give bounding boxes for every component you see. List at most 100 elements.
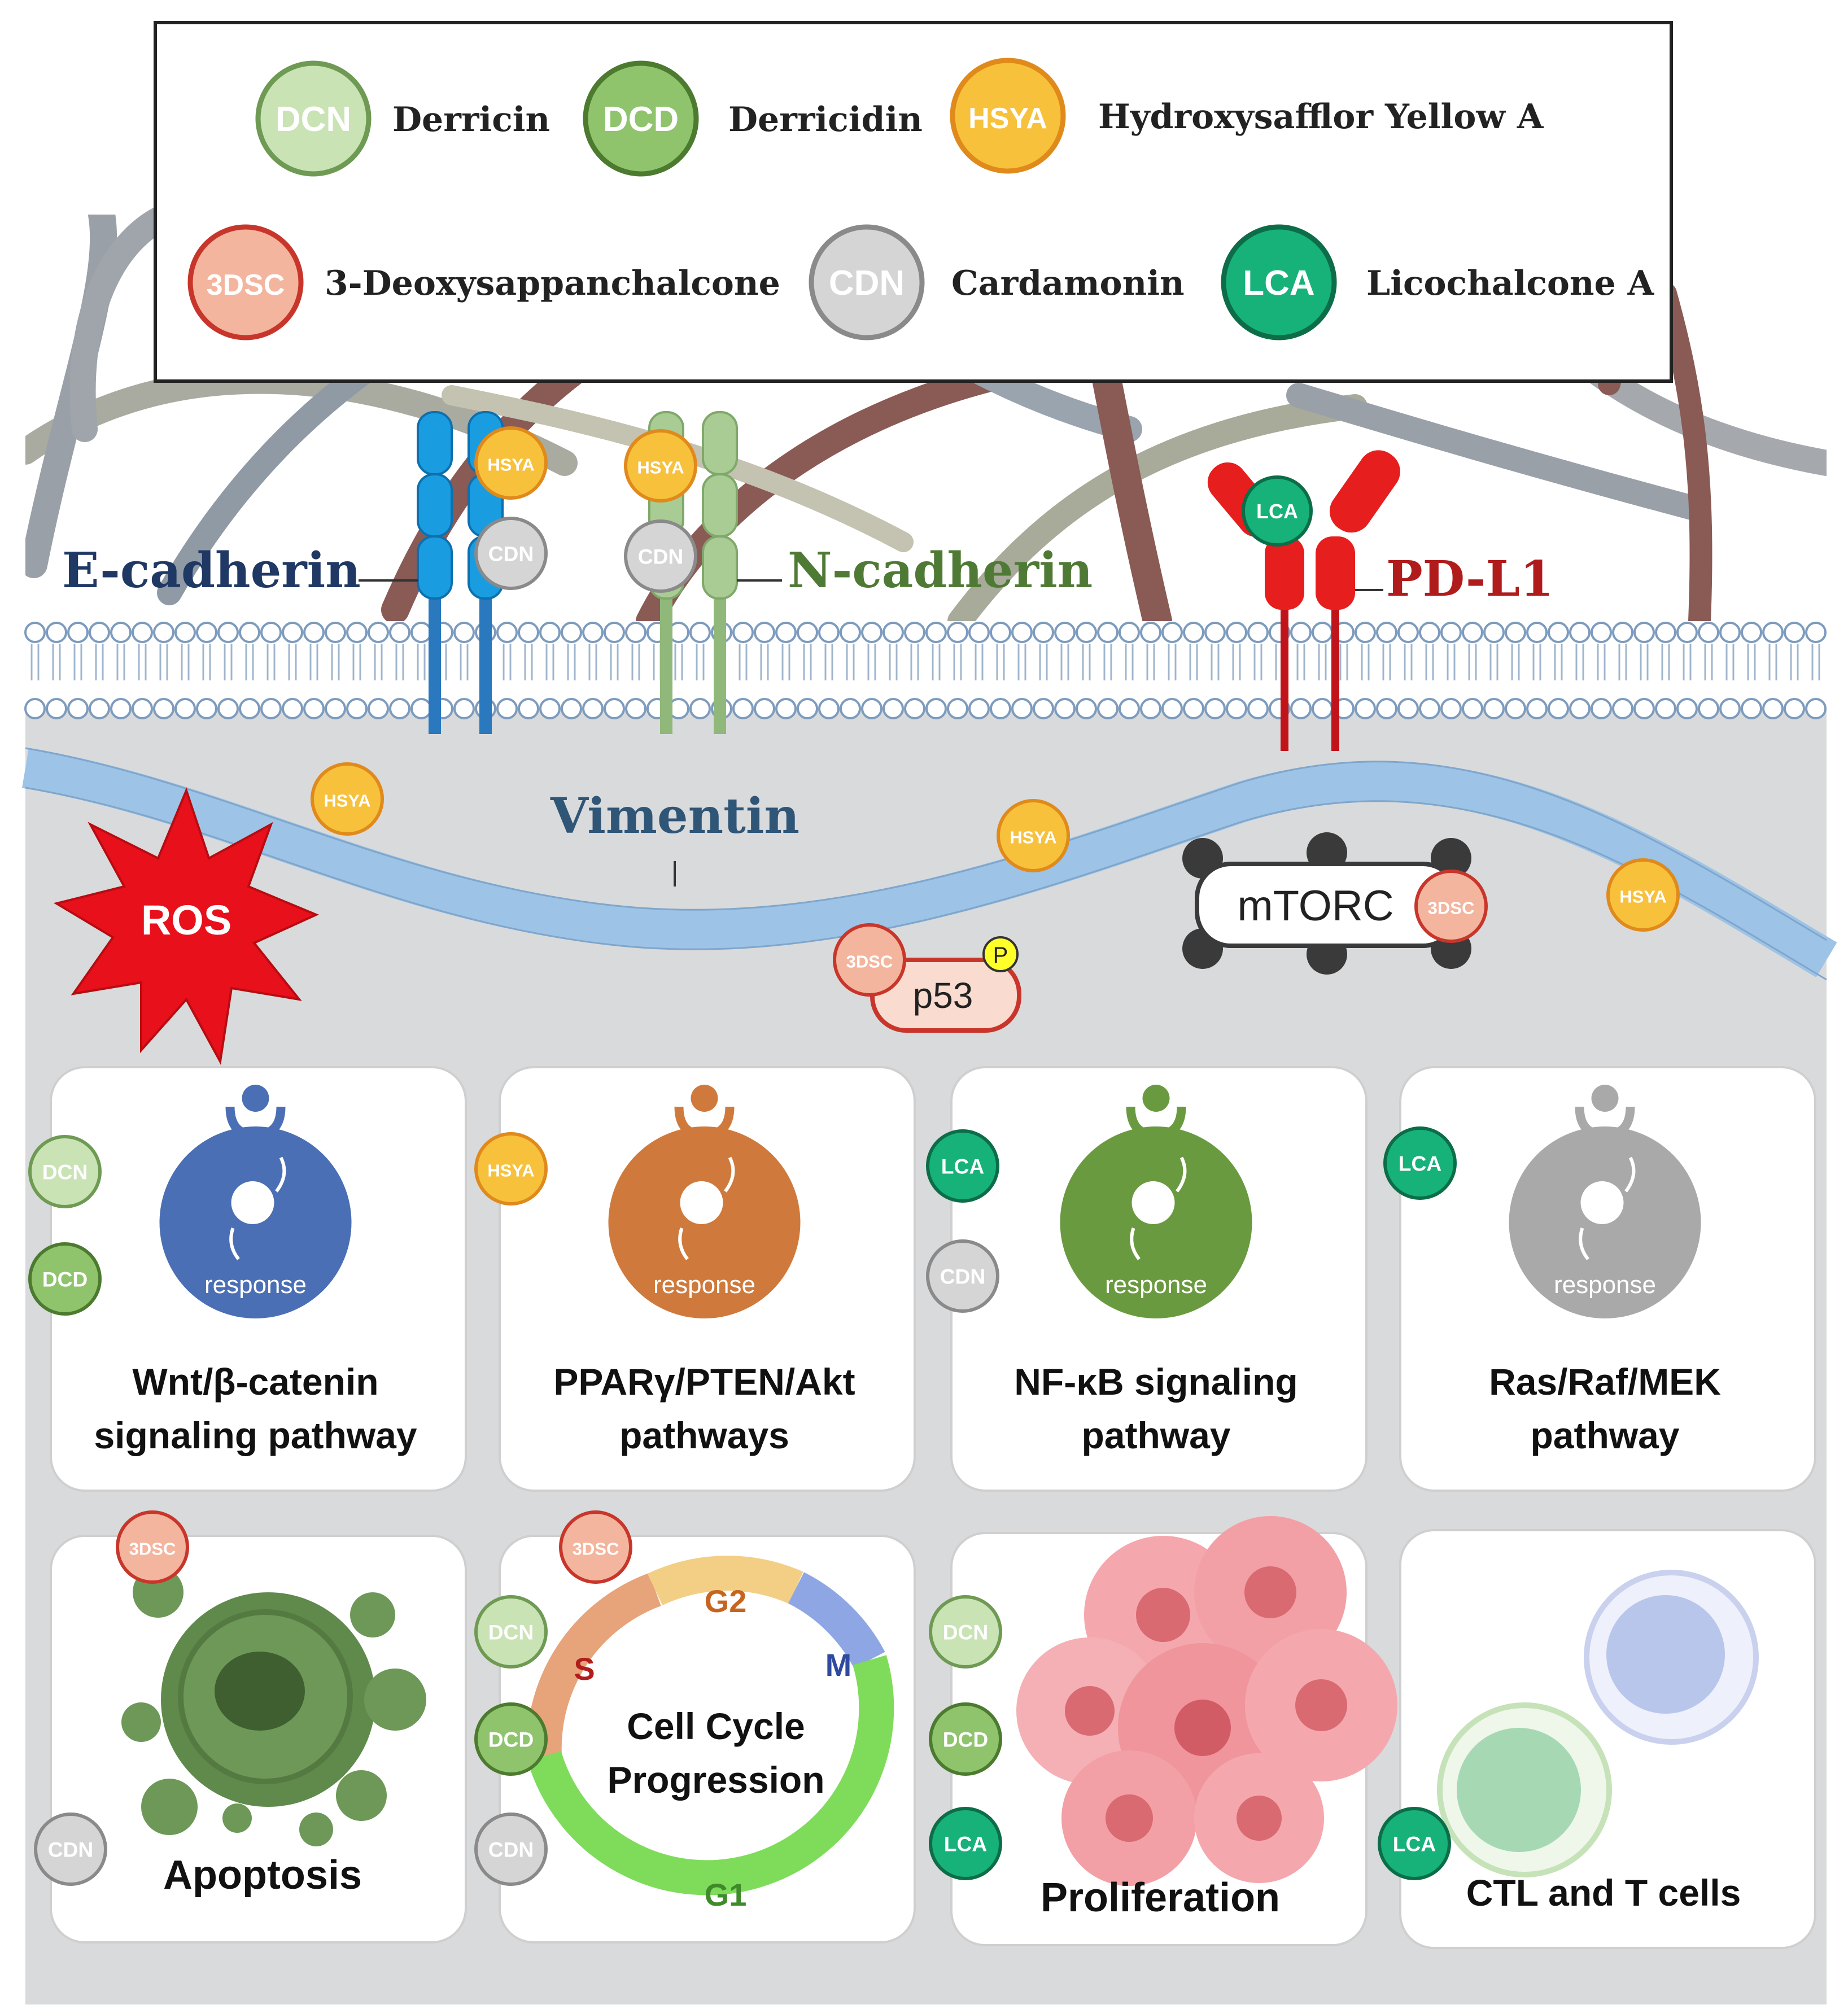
pathway-title-line2: pathway	[1081, 1414, 1230, 1456]
legend-item-dcn: DCN Derricin	[255, 60, 550, 177]
badge-hsya-icon: HSYA	[474, 426, 548, 500]
badge-dcn-icon: DCN	[929, 1595, 1002, 1669]
legend-abbr: DCD	[603, 100, 679, 139]
legend-item-cdn: CDN Cardamonin	[809, 224, 1185, 340]
badge-cdn-icon: CDN	[624, 519, 697, 593]
receptor-cell-icon: response	[1060, 1085, 1252, 1318]
mtorc-complex: mTORC	[1182, 832, 1471, 975]
badge-dcd-icon: DCD	[929, 1702, 1002, 1776]
cell-cycle-ring	[526, 1556, 894, 1896]
badge-dcn-icon: DCN	[28, 1135, 102, 1208]
ros-burst: ROS	[53, 787, 320, 1065]
compound-badge-icon	[583, 60, 699, 177]
svg-text:CDN: CDN	[488, 1838, 534, 1862]
badge-cdn-icon: CDN	[474, 517, 548, 590]
svg-text:CDN: CDN	[638, 545, 684, 569]
svg-text:DCD: DCD	[42, 1268, 88, 1291]
legend-abbr: CDN	[829, 264, 905, 303]
svg-text:CDN: CDN	[940, 1265, 986, 1289]
pathway-title-line1: PPARγ/PTEN/Akt	[553, 1361, 855, 1403]
p53-label: p53	[913, 975, 973, 1016]
compound-badge-icon	[950, 58, 1066, 174]
svg-text:LCA: LCA	[1399, 1152, 1441, 1176]
cell-cycle-label-line2: Progression	[607, 1759, 824, 1801]
svg-text:CDN: CDN	[488, 542, 534, 566]
legend-name: Licochalcone A	[1366, 264, 1655, 303]
svg-text:LCA: LCA	[941, 1155, 984, 1178]
badge-3dsc-icon: 3DSC	[833, 923, 906, 997]
badge-dcd-icon: DCD	[474, 1702, 548, 1776]
t-cell-icons	[1437, 1570, 1759, 1877]
legend-abbr: DCN	[276, 100, 351, 139]
badge-hsya-icon: HSYA	[1606, 858, 1680, 932]
legend-abbr: HSYA	[968, 102, 1047, 135]
receptor-cell-icon: response	[159, 1085, 352, 1318]
svg-text:3DSC: 3DSC	[846, 952, 893, 972]
svg-text:DCN: DCN	[488, 1621, 534, 1644]
vimentin-filament	[21, 748, 1837, 977]
pathway-title-line2: pathways	[619, 1414, 789, 1456]
phase-m-label: M	[825, 1647, 852, 1683]
pathway-title-line1: Ras/Raf/MEK	[1489, 1361, 1721, 1403]
apoptosis-label: Apoptosis	[163, 1853, 362, 1898]
response-label: response	[653, 1271, 755, 1299]
svg-text:LCA: LCA	[1393, 1832, 1436, 1856]
compound-badge-icon	[809, 224, 925, 340]
legend-frame	[154, 21, 1673, 383]
badge-lca-icon: LCA	[1242, 475, 1313, 547]
badge-lca-icon: LCA	[1378, 1807, 1451, 1880]
phospho-badge	[982, 936, 1019, 972]
badge-cdn-icon: CDN	[926, 1239, 999, 1313]
cell-cycle-label-line1: Cell Cycle	[627, 1705, 805, 1747]
vimentin-label: Vimentin	[550, 788, 800, 845]
membrane-labels: E-cadherin N-cadherin PD-L1 Vimentin	[62, 542, 1554, 886]
badge-dcn-icon: DCN	[474, 1595, 548, 1669]
badge-3dsc-icon: 3DSC	[1414, 870, 1488, 943]
legend-name: Cardamonin	[951, 264, 1185, 303]
badge-lca-icon: LCA	[926, 1129, 999, 1203]
badge-hsya-icon: HSYA	[997, 799, 1070, 872]
e-cadherin-label: E-cadherin	[62, 542, 361, 599]
phospho-label: P	[993, 943, 1008, 968]
apoptotic-cell-icon	[121, 1567, 426, 1846]
compound-badge-icon	[255, 60, 372, 177]
badge-cdn-icon: CDN	[474, 1813, 548, 1886]
pathway-title-line2: pathway	[1530, 1414, 1679, 1456]
svg-text:HSYA: HSYA	[1010, 828, 1056, 848]
legend-item-hsya: HSYA Hydroxysafflor Yellow A	[950, 58, 1544, 174]
badge-lca-icon: LCA	[1383, 1126, 1457, 1200]
badge-hsya-icon: HSYA	[474, 1132, 548, 1206]
proliferating-cells-icon	[1016, 1516, 1397, 1886]
legend-name: Derricin	[392, 100, 550, 139]
inhibitor-badges: HSYA CDN HSYA CDN LCA HSYA HSYA HSYA 3DSC 3DSC DCN…	[28, 426, 1680, 1886]
badge-3dsc-icon: 3DSC	[559, 1510, 632, 1584]
mtorc-label: mTORC	[1237, 882, 1393, 930]
ctl-label: CTL and T cells	[1466, 1872, 1741, 1914]
svg-text:3DSC: 3DSC	[573, 1539, 619, 1559]
badge-hsya-icon: HSYA	[311, 762, 384, 836]
badge-dcd-icon: DCD	[28, 1242, 102, 1316]
svg-text:HSYA: HSYA	[1619, 887, 1666, 907]
compound-badge-icon	[187, 224, 304, 340]
pathway-title-line1: Wnt/β-catenin	[132, 1361, 378, 1403]
phase-g1-label: G1	[705, 1877, 747, 1912]
receptor-cell-icon: response	[608, 1085, 801, 1318]
svg-text:DCN: DCN	[42, 1160, 88, 1184]
pd-l1-label: PD-L1	[1386, 551, 1554, 608]
response-label: response	[1554, 1271, 1656, 1299]
response-label: response	[1105, 1271, 1207, 1299]
svg-text:3DSC: 3DSC	[129, 1539, 176, 1559]
badge-hsya-icon: HSYA	[624, 429, 697, 503]
svg-text:LCA: LCA	[944, 1832, 987, 1856]
outcome-panels: Apoptosis G2 M S G1 Cell Cycle Progressi…	[50, 1516, 1816, 1949]
badge-3dsc-icon: 3DSC	[116, 1510, 189, 1584]
svg-text:LCA: LCA	[1256, 500, 1298, 523]
legend-name: Hydroxysafflor Yellow A	[1098, 97, 1544, 137]
svg-text:CDN: CDN	[48, 1838, 94, 1862]
